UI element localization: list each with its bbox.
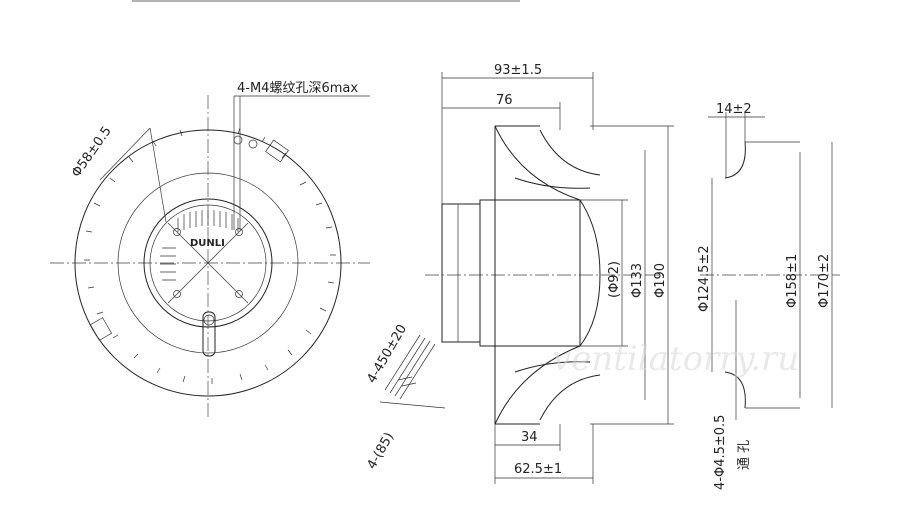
screw-hole-3 bbox=[173, 290, 181, 298]
wheel-depth-label: 62.5±1 bbox=[514, 462, 562, 477]
ground-mark-1 bbox=[233, 135, 243, 145]
cable-bundle bbox=[379, 334, 446, 409]
ring-depth-label: 14±2 bbox=[716, 102, 752, 117]
ring-profile-top bbox=[724, 141, 746, 179]
side-view: 93±1.5 76 (Φ92) Φ133 Φ190 34 62.5±1 bbox=[425, 63, 674, 484]
screw-hole-1 bbox=[173, 228, 181, 236]
cable-angle-label: 4-(85) bbox=[364, 430, 397, 472]
hub-outer-circle bbox=[143, 198, 273, 328]
motor-base bbox=[441, 203, 481, 343]
impeller-blades bbox=[494, 125, 601, 425]
body-depth-label: 76 bbox=[496, 93, 513, 108]
brand-label: DUNLI bbox=[190, 238, 225, 249]
ring-mid-dia-label: Φ158±1 bbox=[785, 254, 800, 308]
hub-dia-extension bbox=[99, 127, 151, 181]
throat-dia-label: Φ124.5±2 bbox=[697, 245, 712, 312]
dia-mid-label: Φ133 bbox=[630, 263, 645, 298]
impeller-outer-circle bbox=[74, 129, 342, 397]
label-sticker-2 bbox=[89, 317, 113, 341]
blade-slots bbox=[84, 127, 336, 384]
inlet-ring-view: 14±2 Φ124.5±2 Φ158±1 Φ170±2 4-Φ4.5±0.5 通… bbox=[697, 102, 840, 490]
cable-grommet bbox=[203, 314, 215, 326]
dia-outer-label: Φ190 bbox=[653, 263, 668, 298]
ring-profile-bottom bbox=[724, 371, 746, 409]
motor-body bbox=[479, 199, 581, 347]
hub-diagonal-2 bbox=[167, 222, 249, 304]
dia-inner-label: (Φ92) bbox=[607, 261, 622, 298]
cable-length-label: 4-450±20 bbox=[364, 322, 410, 386]
holes-label: 4-Φ4.5±0.5 bbox=[713, 415, 728, 490]
watermark: ventilatorry.ru bbox=[552, 339, 799, 379]
screw-hole-4 bbox=[235, 290, 243, 298]
ground-mark-2 bbox=[248, 139, 258, 149]
screw-hole-2 bbox=[235, 228, 243, 236]
front-view: DUNLI 4-M4螺纹孔深6max Φ58±0.5 4-450±20 4-(8… bbox=[50, 81, 446, 472]
ring-outer-dia-label: Φ170±2 bbox=[817, 254, 832, 308]
hub-inner-circle bbox=[149, 204, 267, 322]
thread-note: 4-M4螺纹孔深6max bbox=[237, 81, 358, 96]
label-sticker-1 bbox=[265, 139, 289, 163]
hub-dia-leader bbox=[149, 127, 167, 223]
base-depth-label: 34 bbox=[521, 430, 538, 445]
holes-type-label: 通 孔 bbox=[737, 440, 752, 470]
overall-depth-label: 93±1.5 bbox=[494, 63, 542, 78]
cable-exit bbox=[202, 311, 216, 357]
hub-vent-slots bbox=[160, 210, 239, 281]
impeller-inner-circle bbox=[117, 172, 299, 354]
